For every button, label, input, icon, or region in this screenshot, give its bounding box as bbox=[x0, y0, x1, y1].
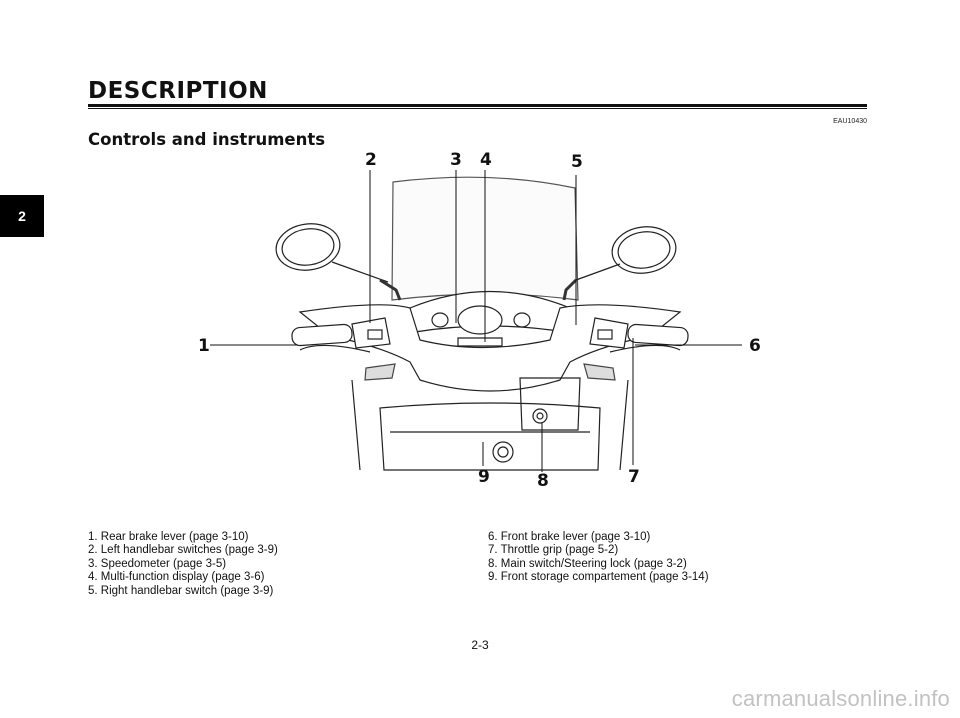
section-title: DESCRIPTION bbox=[88, 78, 268, 104]
title-rule-thick bbox=[88, 104, 867, 107]
title-rule-thin bbox=[88, 108, 867, 109]
callout-4: 4 bbox=[480, 150, 492, 170]
watermark: carmanualsonline.info bbox=[731, 686, 950, 711]
legend-item: 1. Rear brake lever (page 3-10) bbox=[88, 531, 249, 543]
legend-item: 6. Front brake lever (page 3-10) bbox=[488, 531, 651, 543]
legend-item: 9. Front storage compartement (page 3-14… bbox=[488, 571, 709, 584]
callout-2: 2 bbox=[365, 150, 377, 170]
callout-9: 9 bbox=[478, 467, 490, 487]
legend-item: 4. Multi-function display (page 3-6) bbox=[88, 571, 265, 584]
legend-item: 7. Throttle grip (page 5-2) bbox=[488, 544, 619, 557]
callout-6: 6 bbox=[749, 336, 761, 356]
legend-item: 8. Main switch/Steering lock (page 3-2) bbox=[488, 557, 687, 570]
subsection-title: Controls and instruments bbox=[88, 130, 326, 149]
legend-left: 1. Rear brake lever (page 3-10) 2. Left … bbox=[88, 531, 278, 598]
scooter-drawing bbox=[210, 170, 742, 472]
chapter-tab: 2 bbox=[0, 195, 44, 237]
callout-7: 7 bbox=[628, 467, 640, 487]
legend-item: 3. Speedometer (page 3-5) bbox=[88, 557, 227, 570]
callout-5: 5 bbox=[571, 152, 583, 172]
legend-right: 6. Front brake lever (page 3-10) 7. Thro… bbox=[488, 531, 709, 585]
title-rule bbox=[88, 104, 867, 110]
callout-8: 8 bbox=[537, 471, 549, 491]
callout-1: 1 bbox=[198, 336, 210, 356]
scooter-handlebar-illustration: 1 2 3 4 5 6 7 8 9 bbox=[180, 140, 800, 500]
legend-item: 2. Left handlebar switches (page 3-9) bbox=[88, 544, 278, 557]
document-code: EAU10430 bbox=[833, 118, 867, 125]
page-number: 2-3 bbox=[471, 638, 489, 652]
legend-item: 5. Right handlebar switch (page 3-9) bbox=[88, 584, 274, 597]
callout-3: 3 bbox=[450, 150, 462, 170]
